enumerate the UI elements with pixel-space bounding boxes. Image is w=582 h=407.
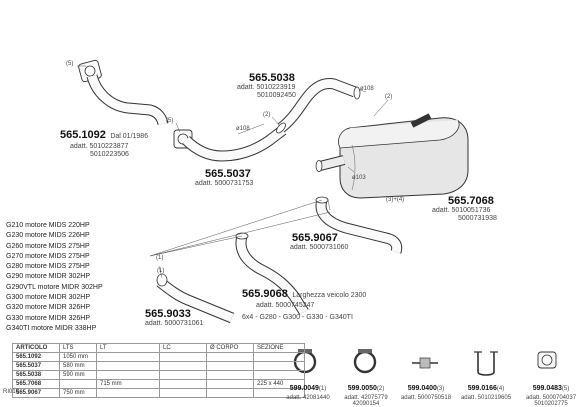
part-note: Larghezza veicolo 2300: [292, 292, 367, 299]
vehicle-model: G300 motore MIDR 302HP: [6, 294, 91, 302]
column-header: Ø CORPO: [206, 343, 254, 353]
accessory-599-0483: 599.0483(5) adatt. 5000704037 5010202775: [525, 385, 577, 407]
part-ref: 5010223877: [89, 143, 129, 150]
part-565-7068: 565.7068 adatt. 5010051736 5000731938: [432, 195, 497, 223]
vehicle-model: G290VTL motore MIDR 302HP: [6, 283, 103, 291]
part-ref: 5010092450: [257, 92, 296, 99]
column-header: SEZIONE: [253, 343, 305, 353]
part-code: 565.7068: [448, 195, 494, 207]
part-ref: 5000745247: [275, 302, 315, 309]
vehicle-model-list: G210 motore MIDS 220HP G230 motore MIDS …: [6, 221, 103, 334]
part-565-9033: 565.9033 adatt. 5000731061: [145, 308, 203, 328]
accessory-599-0400: 599.0400(3) adatt. 5000750518: [400, 385, 452, 401]
column-header: ARTICOLO: [12, 343, 60, 353]
callout-qty: (5): [166, 118, 174, 124]
part-565-9068: 565.9068 Larghezza veicolo 2300 adatt. 5…: [242, 284, 366, 322]
part-code: 565.9067: [292, 232, 338, 244]
vehicle-model: G340TI motore MIDR 338HP: [6, 324, 97, 332]
part-code: 565.9033: [145, 308, 191, 320]
part-565-9067: 565.9067 adatt. 5000731060: [290, 232, 349, 252]
vehicle-model: G230 motore MIDS 226HP: [6, 232, 90, 240]
adatt-label: adatt.: [237, 84, 255, 91]
adatt-label: adatt.: [145, 320, 163, 327]
adatt-label: adatt.: [70, 143, 88, 150]
adatt-label: adatt.: [256, 302, 274, 309]
u-bracket-icon: [474, 351, 498, 376]
column-header: LT: [96, 343, 160, 353]
table-row: 565.9067 750 mm: [12, 388, 305, 398]
part-ref: 5010223506: [90, 151, 129, 158]
vehicle-model: G290 motore MIDR 302HP: [6, 273, 91, 281]
part-ref: 5010051736: [451, 207, 491, 214]
part-code: 565.5038: [249, 72, 295, 84]
clamp-ring-icon: [353, 349, 377, 374]
part-ref: 5000731938: [458, 215, 497, 222]
diameter-label: ø108: [360, 86, 374, 92]
table-header-row: ARTICOLO LTS LT LC Ø CORPO SEZIONE: [12, 343, 305, 353]
adatt-label: adatt.: [195, 180, 213, 187]
dimensions-table: ARTICOLO LTS LT LC Ø CORPO SEZIONE 565.1…: [12, 343, 305, 398]
vehicle-model: G280 motore MIDS 275HP: [6, 263, 90, 271]
vehicle-model: G320 motore MIDR 326HP: [6, 304, 91, 312]
part-565-1092: 565.1092 Dal 01/1986 adatt. 5010223877 5…: [60, 125, 148, 159]
part-code: 565.1092: [60, 129, 106, 141]
callout-qty: (1): [157, 268, 165, 274]
table-row: 565.7068 715 mm 225 x 440: [12, 379, 305, 389]
flange-565-1092: [78, 59, 102, 83]
rubber-mount-icon: [412, 357, 438, 369]
gasket-icon: [537, 351, 557, 369]
accessory-599-0166: 599.0166(4) adatt. 5010219605: [460, 385, 512, 401]
accessory-599-0049: 599.0049(1) adatt. 42081440: [286, 385, 330, 401]
callout-qty: (3)+(4): [386, 197, 405, 203]
callout-qty: (5): [66, 61, 74, 67]
part-ref: 5010223919: [256, 84, 296, 91]
vehicle-model: G330 motore MIDR 326HP: [6, 314, 91, 322]
part-fit: 6x4 - G280 - G300 - G330 - G340TI: [242, 314, 353, 321]
muffler-565-7068: [315, 113, 469, 199]
part-code: 565.9068: [242, 288, 288, 300]
diameter-label: ø108: [236, 126, 250, 132]
callout-qty: (2): [385, 94, 393, 100]
column-header: LC: [159, 343, 207, 353]
accessory-599-0050: 599.0050(2) adatt. 42075779 42090154: [344, 385, 388, 407]
callout-qty: (1): [156, 255, 164, 261]
vehicle-model: G270 motore MIDS 275HP: [6, 252, 90, 260]
vehicle-model: G210 motore MIDS 220HP: [6, 222, 90, 229]
adatt-label: adatt.: [290, 244, 308, 251]
part-code: 565.5037: [205, 168, 251, 180]
adatt-label: adatt.: [432, 207, 450, 214]
part-ref: 5000731060: [309, 244, 349, 251]
part-ref: 5000731061: [164, 320, 204, 327]
part-note: Dal 01/1986: [110, 133, 149, 140]
column-header: LTS: [59, 343, 97, 353]
table-row: 565.5037 580 mm: [12, 361, 305, 371]
diameter-label: ø103: [352, 175, 366, 181]
callout-qty: (2): [263, 112, 271, 118]
table-row: 565.5038 590 mm: [12, 370, 305, 380]
part-565-5037: 565.5037 adatt. 5000731753: [195, 168, 253, 188]
table-row: 565.1092 1050 mm: [12, 352, 305, 362]
vehicle-model: G260 motore MIDS 275HP: [6, 242, 90, 250]
part-565-5038: 565.5038 adatt. 5010223919 5010092450: [237, 72, 296, 100]
side-code: RI016: [3, 389, 20, 395]
part-ref: 5000731753: [214, 180, 254, 187]
